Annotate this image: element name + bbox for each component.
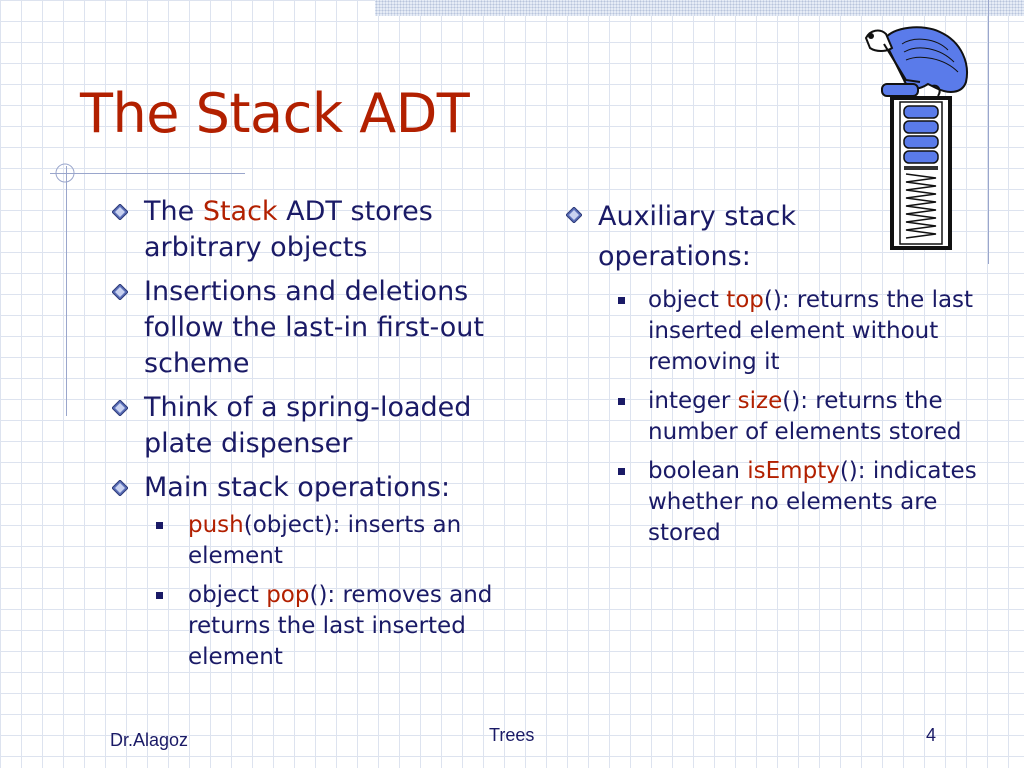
bullet-stack-stores: The Stack ADT stores arbitrary objects: [108, 194, 548, 266]
diamond-bullet-icon: [112, 284, 128, 300]
bullet-text: The: [144, 196, 203, 227]
sub-bullet-text: object: [648, 287, 727, 313]
frame-line-left: [66, 166, 67, 416]
sub-bullet-text: boolean: [648, 458, 748, 484]
sub-bullet-text: object: [188, 582, 267, 608]
square-bullet-icon: [156, 592, 163, 599]
highlight-term: push: [188, 512, 244, 538]
highlight-term: size: [737, 388, 783, 414]
sub-bullet-push: push(object): inserts an element: [108, 510, 548, 572]
square-bullet-icon: [618, 297, 625, 304]
sub-bullet-text: (): returns the last inserted element wi…: [648, 287, 974, 375]
bullet-auxiliary-operations: Auxiliary stack operations:: [562, 197, 858, 277]
sub-bullet-isempty: boolean isEmpty(): indicates whether no …: [562, 456, 982, 549]
highlight-term: isEmpty: [747, 458, 840, 484]
footer-author: Dr.Alagoz: [110, 730, 189, 750]
bullet-text: Insertions and deletions follow the last…: [144, 276, 484, 379]
bullet-text: Auxiliary stack operations:: [598, 201, 796, 272]
footer-topic: Trees: [489, 725, 535, 745]
left-column: The Stack ADT stores arbitrary objects I…: [108, 194, 548, 681]
sub-bullet-top: object top(): returns the last inserted …: [562, 285, 982, 378]
bullet-text: Think of a spring-loaded plate dispenser: [144, 392, 472, 459]
square-bullet-icon: [618, 468, 625, 475]
highlight-term: top: [726, 287, 764, 313]
diamond-bullet-icon: [566, 207, 582, 223]
crosshair-ornament-icon: [55, 163, 75, 183]
footer-page-number: 4: [926, 725, 937, 745]
diamond-bullet-icon: [112, 400, 128, 416]
bullet-lifo-scheme: Insertions and deletions follow the last…: [108, 274, 548, 382]
bullet-main-operations: Main stack operations:: [108, 470, 548, 506]
bullet-text: Main stack operations:: [144, 472, 451, 503]
sub-bullet-pop: object pop(): removes and returns the la…: [108, 580, 548, 673]
bullet-plate-dispenser: Think of a spring-loaded plate dispenser: [108, 390, 548, 462]
diamond-bullet-icon: [112, 204, 128, 220]
sub-bullet-text: (object): inserts an element: [188, 512, 462, 569]
header-band: [375, 0, 1024, 16]
diamond-bullet-icon: [112, 480, 128, 496]
bullet-text: ADT stores arbitrary objects: [144, 196, 433, 263]
frame-line-right: [988, 0, 989, 264]
square-bullet-icon: [156, 522, 163, 529]
sub-bullet-size: integer size(): returns the number of el…: [562, 386, 982, 448]
right-column: Auxiliary stack operations: object top()…: [562, 197, 982, 557]
sub-bullet-text: (): indicates whether no elements are st…: [648, 458, 977, 546]
sub-bullet-text: (): returns the number of elements store…: [648, 388, 962, 445]
sub-bullet-text: (): removes and returns the last inserte…: [188, 582, 493, 670]
sub-bullet-text: integer: [648, 388, 738, 414]
highlight-term: pop: [266, 582, 310, 608]
pez-dispenser-illustration: [864, 26, 968, 250]
highlight-term: Stack: [202, 196, 278, 227]
square-bullet-icon: [618, 398, 625, 405]
slide-title: The Stack ADT: [80, 82, 470, 145]
title-underline: [50, 173, 245, 174]
